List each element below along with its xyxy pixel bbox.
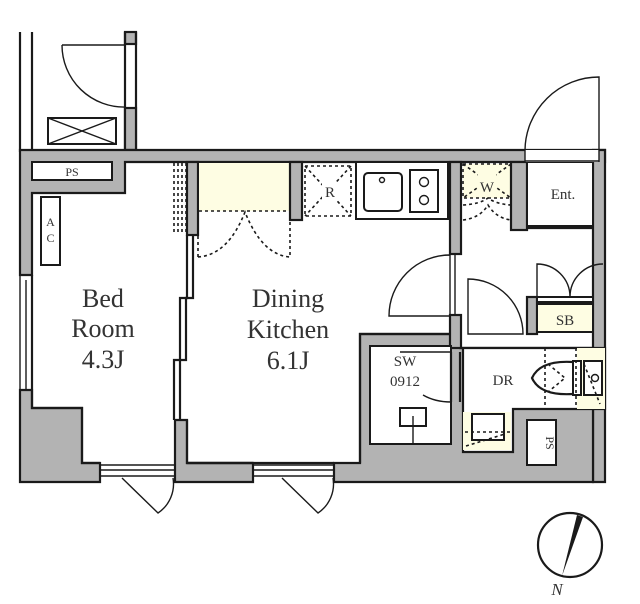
dk-hall-door[interactable] (388, 254, 451, 317)
compass-north-label: N (550, 580, 564, 599)
balcony-door-swing (61, 44, 127, 108)
bedroom-side-window[interactable] (19, 275, 33, 390)
balcony-area (18, 30, 138, 152)
washer-space[interactable]: W (462, 163, 512, 221)
outdoor-unit-icon (47, 117, 117, 145)
stove-icon (409, 169, 439, 213)
bedroom-label-2: Room (71, 314, 135, 343)
bedroom-closet[interactable] (173, 163, 187, 235)
shower-size-label: 0912 (390, 374, 420, 390)
bedroom-label: Bed (82, 284, 124, 313)
refrigerator: R (304, 165, 352, 217)
bedroom-dk-sliding-door[interactable] (172, 160, 200, 420)
dk-label-2: Kitchen (247, 315, 329, 344)
entrance: Ent. (526, 161, 594, 230)
shower-drain-icon (399, 407, 427, 444)
ac-label-a: A (46, 215, 55, 229)
dining-kitchen: R Dining Kitchen 6.1J (185, 160, 449, 465)
pipe-space-bottom-label: PS (543, 436, 557, 449)
pipe-space-bottom: PS (526, 419, 557, 466)
shower-label: SW (394, 354, 417, 370)
shoe-box: SB (536, 296, 594, 333)
shower-room: SW 0912 (369, 345, 462, 445)
dk-balcony-window[interactable] (253, 464, 335, 514)
washer-label: W (480, 180, 495, 196)
shoe-box-label: SB (556, 313, 574, 329)
shoebox-doors[interactable] (536, 263, 604, 298)
air-conditioner: A C (40, 196, 61, 266)
hallway: W Ent. SB (462, 76, 604, 336)
entrance-door[interactable] (524, 76, 600, 162)
entrance-label: Ent. (551, 187, 576, 203)
toilet-icon (530, 348, 603, 409)
pipe-space-label: PS (65, 165, 78, 179)
dk-closet[interactable] (197, 163, 291, 258)
dk-label: Dining (252, 284, 324, 313)
central-wall (388, 160, 463, 350)
compass-icon: N (536, 511, 604, 599)
dressing-room: DR (461, 346, 607, 454)
vanity-sink-icon (463, 412, 511, 450)
kitchen-counter (355, 161, 449, 220)
dk-size: 6.1J (267, 346, 310, 375)
washroom-door[interactable] (467, 278, 524, 335)
bedroom-size: 4.3J (82, 345, 125, 374)
refrigerator-label: R (325, 185, 335, 201)
sink-icon (363, 172, 403, 212)
pipe-space-top: PS (31, 161, 113, 181)
dk-sw-wall-outline (358, 332, 450, 463)
bedroom-balcony-window[interactable] (100, 464, 175, 514)
bedroom: Bed Room 4.3J (30, 163, 187, 465)
dr-label: DR (493, 373, 514, 389)
ac-label-c: C (46, 231, 54, 245)
